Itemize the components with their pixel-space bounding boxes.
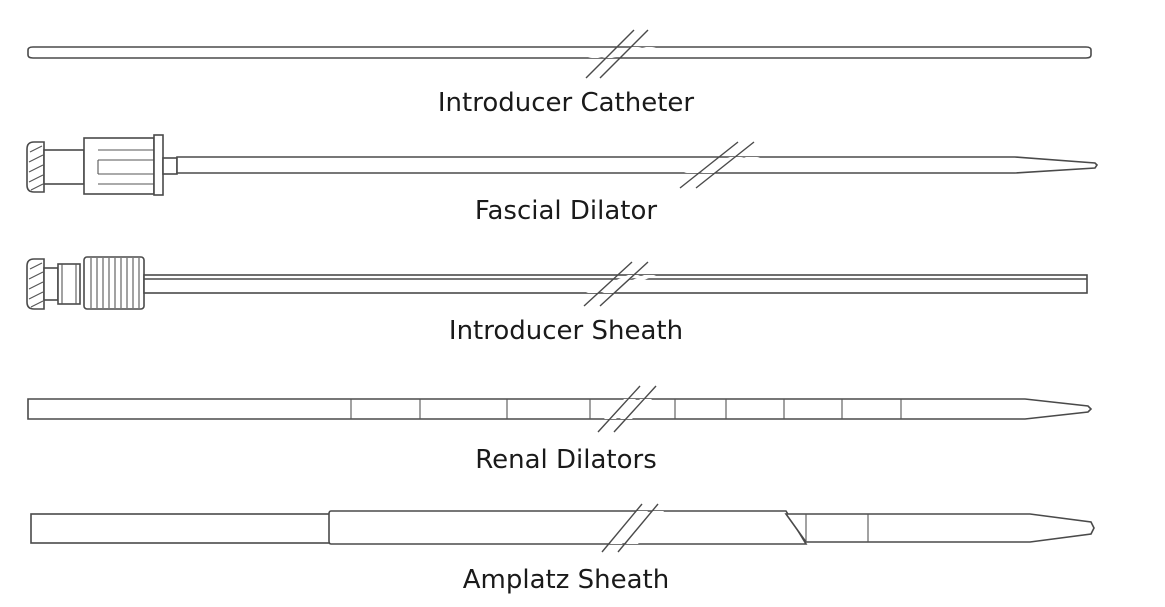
fascial-dilator: Fascial Dilator (26, 134, 1099, 226)
renal-dilators-label: Renal Dilators (475, 445, 657, 475)
amplatz-sheath-label: Amplatz Sheath (463, 565, 669, 595)
introducer-sheath: Introducer Sheath (26, 256, 1088, 346)
amplatz-sheath: Amplatz Sheath (30, 503, 1095, 595)
fascial-dilator-label: Fascial Dilator (475, 196, 657, 226)
introducer-catheter-label: Introducer Catheter (438, 88, 695, 118)
renal-dilators: Renal Dilators (27, 385, 1093, 475)
introducer-sheath-label: Introducer Sheath (449, 316, 683, 346)
introducer-catheter: Introducer Catheter (27, 29, 1092, 118)
